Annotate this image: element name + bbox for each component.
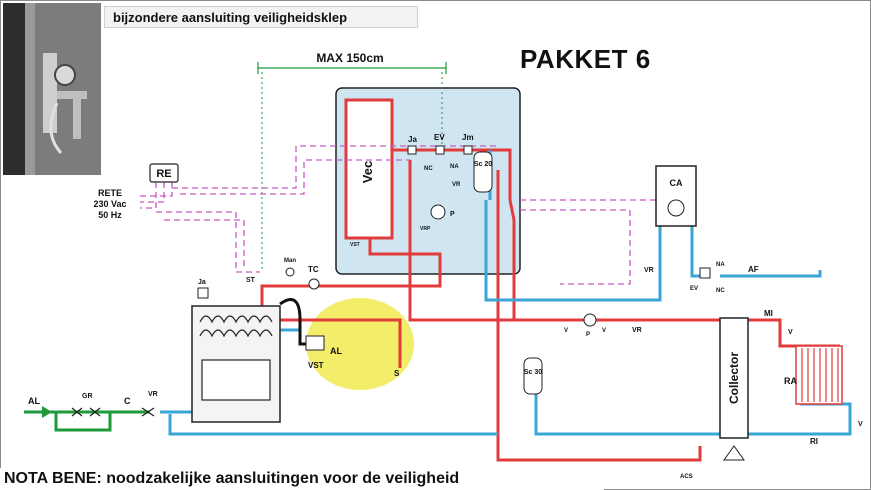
- af-label: AF: [748, 265, 759, 274]
- man-gauge: [285, 267, 295, 277]
- ra-label: RA: [784, 376, 797, 386]
- p-mid-label: P: [586, 332, 590, 338]
- ev-right-label: EV: [690, 286, 698, 292]
- valve-photo: [3, 3, 101, 175]
- vr-mid-label: VR: [644, 267, 654, 274]
- ev-top-label: EV: [434, 133, 445, 142]
- st-label: ST: [246, 277, 256, 284]
- stove-door: [201, 359, 271, 401]
- na-top-label: NA: [450, 164, 459, 170]
- al-in-label: AL: [28, 396, 40, 406]
- hot-water-lines: [260, 148, 840, 462]
- vr-in-label: VR: [148, 391, 158, 398]
- sc20-exchanger: [473, 151, 493, 193]
- v1-label: V: [564, 328, 568, 334]
- ev-right-box: [699, 267, 711, 279]
- vst-sensor-cable: [279, 298, 320, 346]
- na-right-label: NA: [716, 262, 725, 268]
- rete-label-2: 230 Vac: [93, 199, 126, 209]
- rete-label-1: RETE: [98, 188, 122, 198]
- tc-label: TC: [308, 265, 319, 274]
- page-title: PAKKET 6: [520, 44, 651, 74]
- ca-unit: [655, 165, 697, 227]
- v-ri-label: V: [858, 421, 863, 428]
- v-ra-label: V: [788, 329, 793, 336]
- p-top-label: P: [450, 211, 455, 218]
- tc-sensor: [308, 278, 320, 290]
- ja-left-box: [197, 287, 209, 299]
- radiator: [795, 345, 843, 405]
- v2-label: V: [602, 328, 606, 334]
- vr-top-label: VR: [452, 182, 461, 188]
- ja-top-box: [407, 145, 417, 155]
- check-valve-inlet: [141, 407, 155, 417]
- ev-top-box: [435, 145, 445, 155]
- caption-bottom: NOTA BENE: noodzakelijke aansluitingen v…: [0, 468, 604, 490]
- vrp-label: VRP: [420, 226, 431, 232]
- re-box: [149, 163, 179, 183]
- expansion-vessel: [344, 98, 394, 240]
- max-label: MAX 150cm: [316, 51, 383, 65]
- vr-right-label: VR: [632, 327, 642, 334]
- collector-label: Collector: [727, 352, 741, 404]
- al-vst-label: AL: [330, 346, 342, 356]
- nc-right-label: NC: [716, 288, 725, 294]
- gr-label: GR: [82, 393, 93, 400]
- valve-inlet-1: [71, 407, 83, 417]
- man-label: Man: [284, 258, 296, 264]
- ca-pump: [667, 199, 685, 217]
- rete-label-3: 50 Hz: [98, 210, 122, 220]
- inlet-arrow: [42, 406, 52, 418]
- re-label: RE: [156, 168, 171, 180]
- electrical-wiring: [140, 145, 660, 285]
- caption-top: bijzondere aansluiting veiligheidsklep: [104, 6, 418, 28]
- sc30-label: Sc 30: [524, 369, 542, 376]
- valve-photo-drawing: [3, 3, 101, 175]
- vst-label: VST: [308, 361, 324, 370]
- stove-coil: [199, 315, 273, 338]
- sc20-label: Sc 20: [474, 161, 492, 168]
- nc-top-label: NC: [424, 166, 433, 172]
- s-label: S: [394, 369, 400, 378]
- valve-inlet-2: [89, 407, 101, 417]
- radiator-fins: [801, 348, 839, 402]
- vst-small-label: VST: [350, 242, 360, 248]
- jm-box: [463, 145, 473, 155]
- collector-support: [723, 445, 745, 461]
- ja-left-label: Ja: [198, 279, 206, 286]
- jm-label: Jm: [462, 133, 474, 142]
- ja-top-label: Ja: [408, 135, 417, 144]
- vst-valve: [305, 335, 325, 351]
- ca-label: CA: [670, 178, 683, 188]
- ri-label: RI: [810, 437, 818, 446]
- vec-label: Vec: [360, 161, 375, 183]
- acs-label: ACS: [680, 474, 693, 480]
- c-label: C: [124, 396, 131, 406]
- collector: [719, 317, 749, 439]
- mi-label: MI: [764, 309, 773, 318]
- sc30-exchanger: [523, 357, 543, 395]
- boiler-pump: [430, 204, 446, 220]
- mid-pump: [583, 313, 597, 327]
